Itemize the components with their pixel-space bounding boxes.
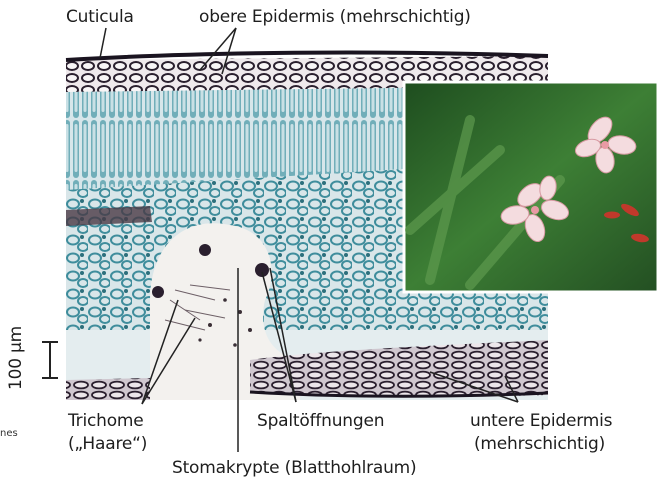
label-untere-epidermis: untere Epidermis (470, 411, 612, 431)
scale-bar-label: 100 µm (6, 326, 26, 390)
label-obere-epidermis: obere Epidermis (mehrschichtig) (199, 7, 471, 27)
scale-bar (42, 342, 58, 378)
label-stomakrypte: Stomakrypte (Blatthohlraum) (172, 458, 416, 478)
label-untere-epidermis-sub: (mehrschichtig) (474, 434, 605, 454)
edge-text-fragment: nes (0, 428, 18, 439)
oleander-photo-inset (404, 82, 658, 292)
label-trichome-sub: („Haare“) (68, 434, 147, 454)
label-cuticula: Cuticula (66, 7, 134, 27)
leader-cuticula (100, 28, 106, 58)
label-spaltoeffnungen: Spaltöffnungen (257, 411, 384, 431)
label-trichome: Trichome (68, 411, 144, 431)
